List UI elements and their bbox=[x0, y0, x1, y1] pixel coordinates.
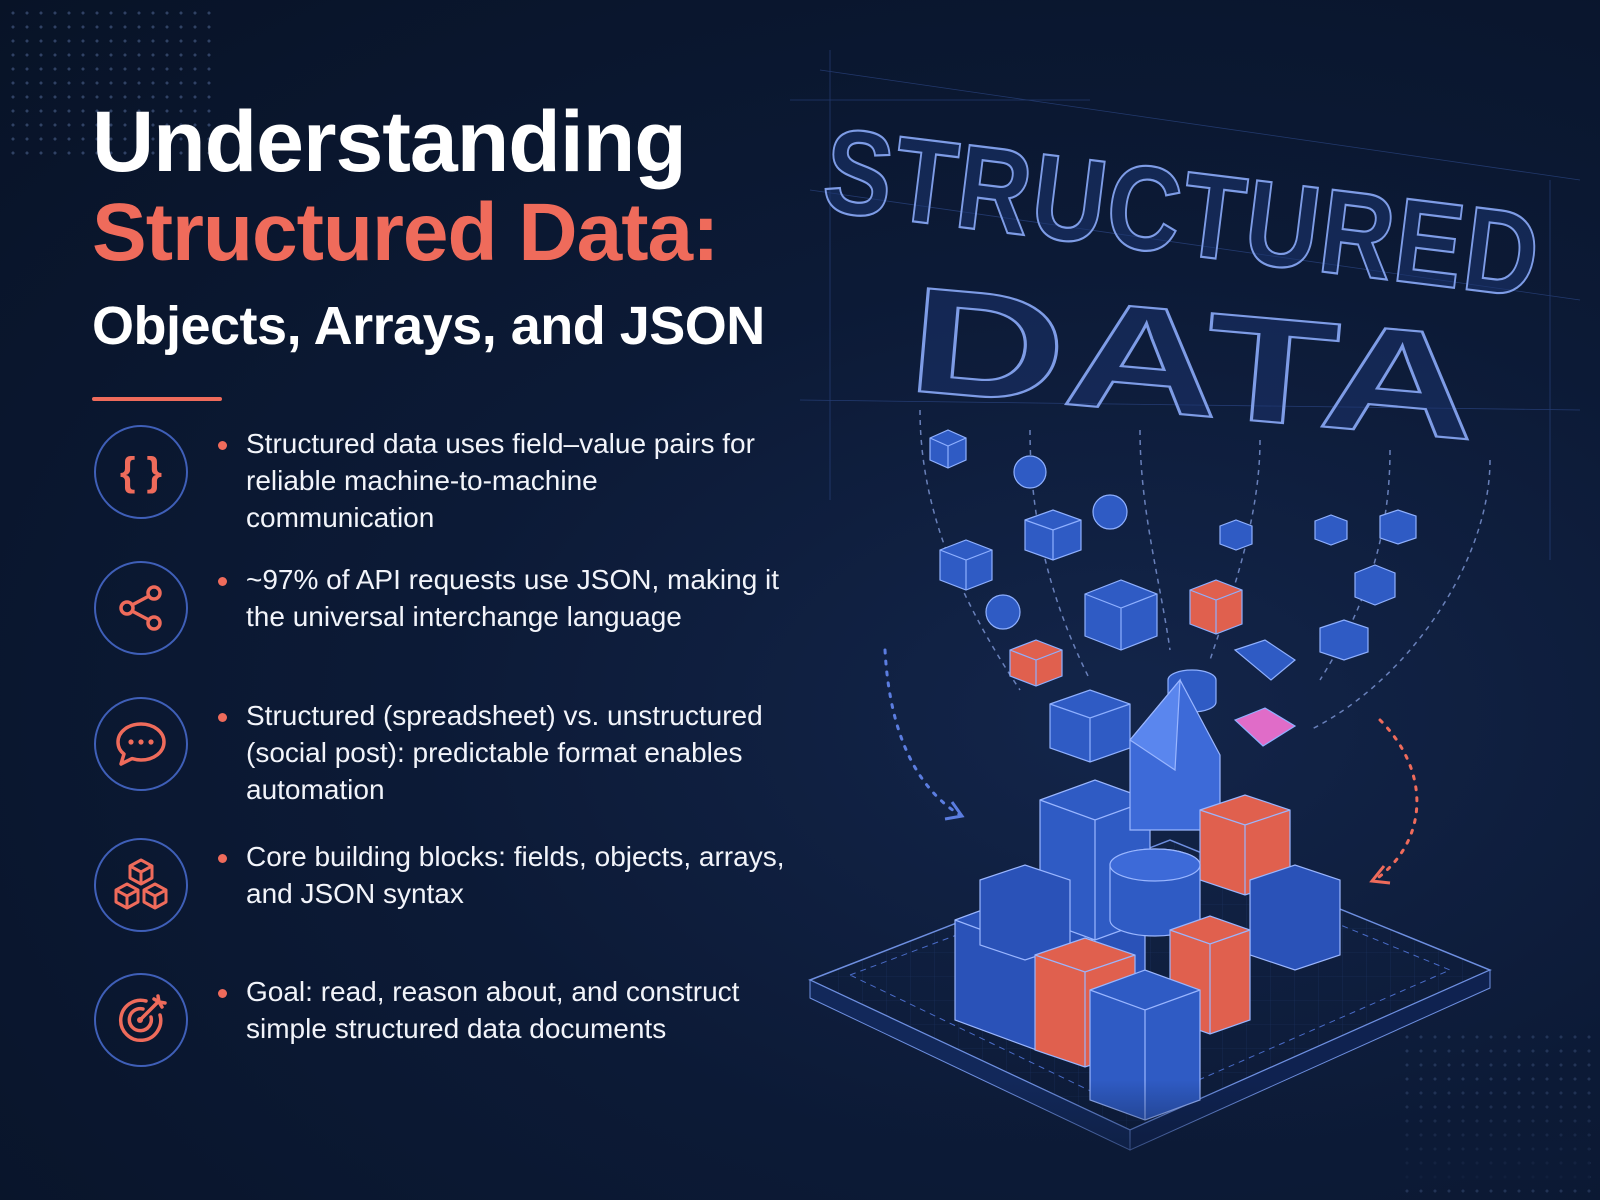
arrowhead-right bbox=[1369, 865, 1391, 885]
title-block: Understanding Structured Data: Objects, … bbox=[92, 94, 812, 402]
bullet-dot bbox=[218, 441, 227, 450]
title-line-2: Structured Data: bbox=[92, 186, 719, 278]
floating-cubes bbox=[929, 429, 1417, 763]
decorative-dot-grid bbox=[6, 6, 216, 156]
item-text: Core building blocks: fields, objects, a… bbox=[246, 841, 785, 909]
share-nodes-icon bbox=[94, 561, 188, 655]
chat-bubble-icon bbox=[94, 697, 188, 791]
dotted-arrow-right bbox=[1373, 718, 1419, 882]
item-text: Structured (spreadsheet) vs. unstructure… bbox=[246, 700, 763, 805]
target-arrow-icon bbox=[94, 973, 188, 1067]
curly-braces-icon: { } bbox=[94, 425, 188, 519]
svg-text:{ }: { } bbox=[120, 450, 162, 494]
subtitle: Objects, Arrays, and JSON bbox=[92, 296, 765, 357]
bullet-dot bbox=[218, 854, 227, 863]
dotted-arrow-left bbox=[883, 648, 962, 817]
stacked-cubes-icon bbox=[94, 838, 188, 932]
arrowhead-left bbox=[944, 801, 965, 821]
bullet-dot bbox=[218, 989, 227, 998]
blueprint-lines bbox=[790, 50, 1581, 560]
item-text: Structured data uses field–value pairs f… bbox=[246, 428, 755, 533]
bullet-dot bbox=[218, 713, 227, 722]
bottom-fade bbox=[790, 1080, 1590, 1180]
illustration: STRUCTURED DATA bbox=[790, 40, 1590, 1180]
title-line-1: Understanding bbox=[92, 94, 687, 190]
item-text: Goal: read, reason about, and construct … bbox=[246, 976, 740, 1044]
bullet-dot bbox=[218, 577, 227, 586]
accent-divider bbox=[92, 397, 222, 402]
block-stack bbox=[954, 678, 1341, 1121]
item-text: ~97% of API requests use JSON, making it… bbox=[246, 564, 780, 632]
